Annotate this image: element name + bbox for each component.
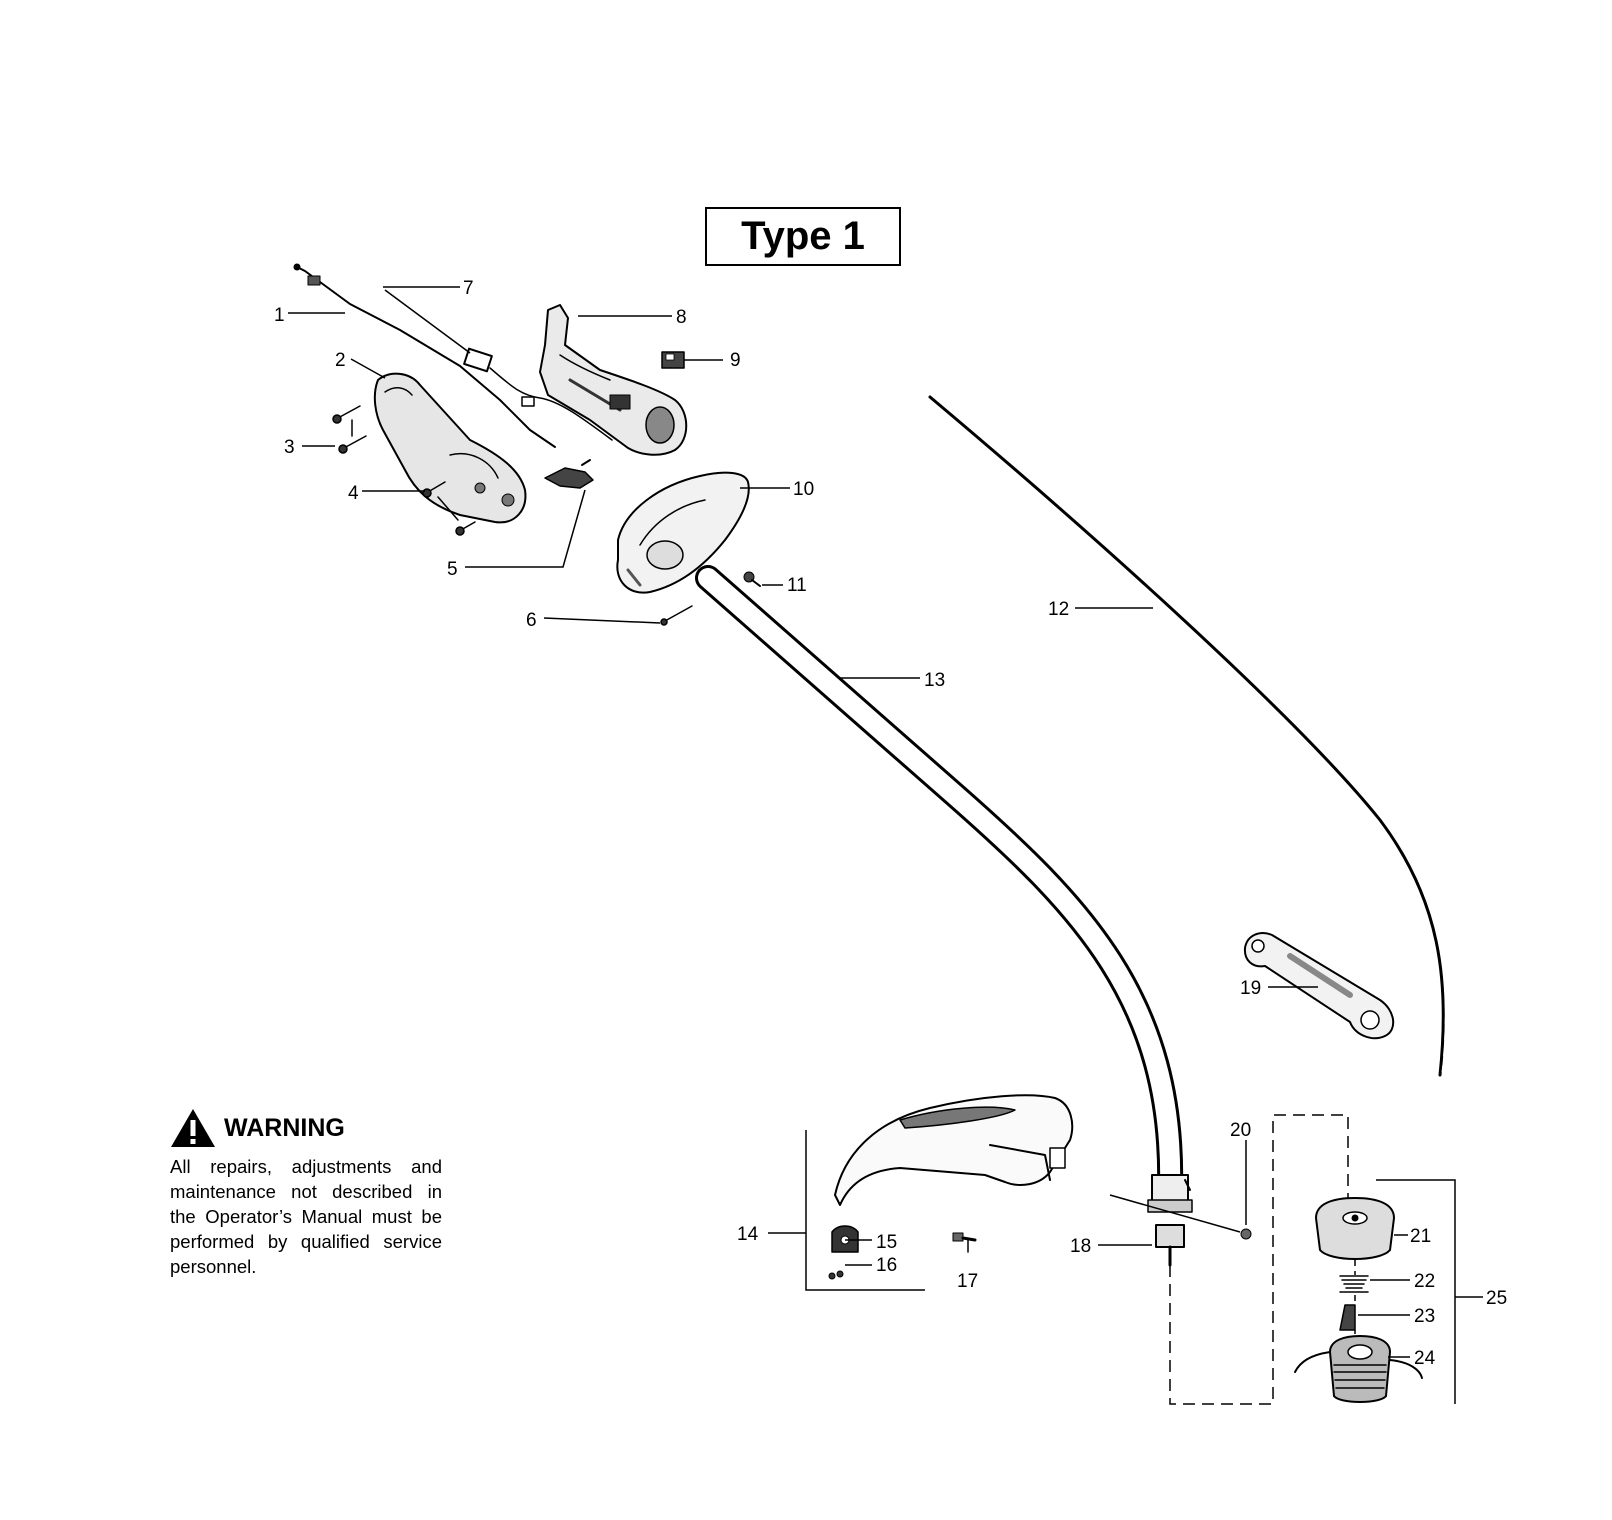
spool-head [1294,1335,1423,1403]
warning-heading-row: WARNING [170,1108,442,1148]
callout-2: 2 [335,350,346,371]
callout-16: 16 [876,1255,897,1276]
callout-8: 8 [676,307,687,328]
callout-18: 18 [1070,1236,1091,1257]
callout-19: 19 [1240,978,1261,999]
spring-22 [1339,1275,1369,1293]
screw-pair-3 [332,405,367,454]
callout-labels: 1 2 3 4 5 6 7 8 9 10 11 12 13 14 15 16 1… [274,278,1507,1369]
handle-half-right [539,304,688,456]
stop-switch [661,351,685,369]
callout-5: 5 [447,559,458,580]
washer-20 [1240,1228,1252,1240]
leader-lines [288,286,1483,1358]
trimmer-cap [1315,1197,1395,1260]
callout-15: 15 [876,1232,897,1253]
callout-21: 21 [1410,1226,1431,1247]
callout-7: 7 [463,278,474,299]
callout-1: 1 [274,305,285,326]
callout-17: 17 [957,1271,978,1292]
title-box: Type 1 [705,207,901,266]
shaft-housing [616,471,750,594]
warning-triangle-icon [171,1109,215,1147]
throttle-cable [293,263,556,448]
screw-6 [660,605,693,626]
callout-25: 25 [1486,1288,1507,1309]
callout-14: 14 [737,1224,759,1245]
diagram-title: Type 1 [741,214,865,258]
callout-23: 23 [1414,1306,1435,1327]
callout-11: 11 [787,575,807,596]
flexible-drive-shaft [928,394,1446,1077]
clip-23 [1339,1304,1356,1331]
wrench [1243,932,1395,1040]
bolt-17 [952,1232,977,1253]
throttle-trigger [544,459,594,489]
callout-24: 24 [1414,1348,1436,1369]
callout-13: 13 [924,670,945,691]
bent-tube [695,565,1184,1203]
tube-end-collar [1147,1174,1193,1267]
warning-text: All repairs, adjustments and maintenance… [170,1156,442,1277]
warning-heading: WARNING [224,1113,345,1142]
warning-block: WARNING All repairs, adjustments and mai… [170,1108,442,1279]
deflector-shield [834,1094,1074,1206]
nuts-16 [828,1270,844,1280]
callout-6: 6 [526,610,537,631]
callout-20: 20 [1230,1120,1251,1141]
callout-10: 10 [793,479,814,500]
handle-half-left [373,372,527,524]
callout-9: 9 [730,350,741,371]
callout-4: 4 [348,483,359,504]
screw-11 [743,571,761,587]
callout-12: 12 [1048,599,1069,620]
callout-3: 3 [284,437,295,458]
ignition-wire [463,347,613,441]
shield-clamp [831,1225,859,1253]
assembly-brackets [805,1114,1456,1405]
callout-22: 22 [1414,1271,1435,1292]
